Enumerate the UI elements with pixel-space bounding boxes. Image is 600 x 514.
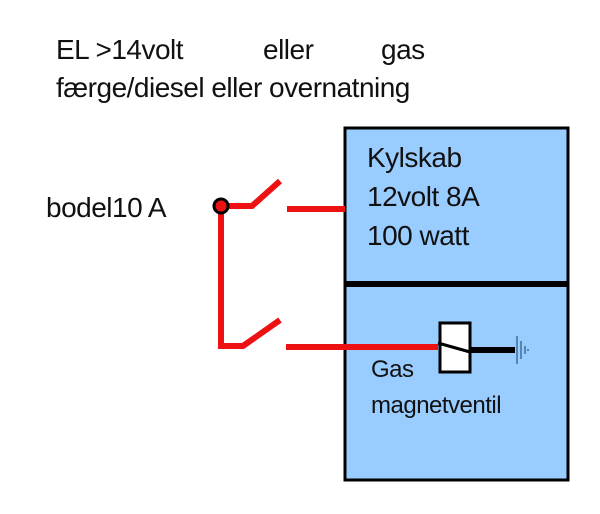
header-condition-gas: gas <box>381 34 425 65</box>
gas-valve-label-line1: Gas <box>371 356 414 383</box>
header-or-1: eller <box>263 34 314 65</box>
ground-icon <box>516 336 529 364</box>
wiring <box>218 178 438 350</box>
fridge-voltage-current: 12volt 8A <box>367 181 480 212</box>
header-line2: færge/diesel eller overnatning <box>56 72 410 103</box>
wire-el-switch <box>221 178 282 209</box>
fridge-power: 100 watt <box>367 220 469 251</box>
wire-gas-switch <box>218 208 282 349</box>
fridge-compartment <box>343 126 570 285</box>
source-label: bodel10 A <box>46 192 167 223</box>
fridge-title: Kylskab <box>367 142 462 173</box>
gas-compartment <box>343 281 570 482</box>
header-condition-el: EL >14volt <box>56 34 184 65</box>
valve-coil-diagonal <box>437 341 471 354</box>
terminal-node <box>212 197 230 215</box>
gas-valve-label-line2: magnetventil <box>371 392 502 419</box>
